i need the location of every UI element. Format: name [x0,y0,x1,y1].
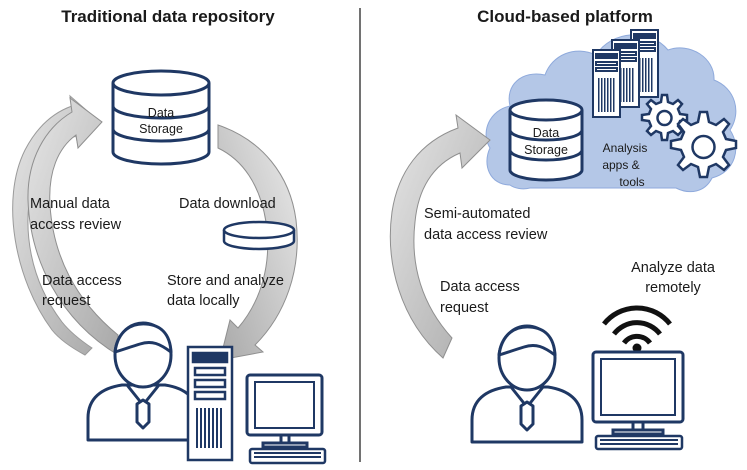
cloud-storage-label-2: Storage [524,143,568,157]
wifi-dot-icon [632,343,642,353]
left-panel-title: Traditional data repository [61,7,275,26]
gears-icon [640,93,738,179]
cloud-storage-label-1: Data [533,126,559,140]
semi-review-label-2: data access review [424,227,548,243]
right-monitor-icon [591,350,685,451]
left-monitor-icon [245,373,327,465]
left-download-arrow [217,124,298,361]
manual-review-label-2: access review [30,217,122,233]
left-storage-label-2: Storage [139,122,183,136]
manual-review-label-1: Manual data [30,196,111,212]
local-disk-icon [222,220,296,251]
server-tower-icon [186,345,234,462]
left-access-request-label-2: request [42,293,90,309]
analyze-remote-label-2: remotely [645,280,701,296]
left-user-icon [86,321,200,442]
left-storage-label-1: Data [148,106,174,120]
right-access-request-label-2: request [440,300,488,316]
store-analyze-label-2: data locally [167,293,240,309]
store-analyze-label-1: Store and analyze [167,273,284,289]
semi-review-label-1: Semi-automated [424,206,530,222]
right-panel-title: Cloud-based platform [477,7,653,26]
wifi-icon [602,305,672,345]
right-request-arrow [389,113,491,359]
right-access-request-label-1: Data access [440,279,520,295]
cloud-data-storage-icon [508,98,584,182]
left-data-storage-icon [111,69,211,166]
cloud-servers-icon [592,29,659,118]
analysis-label-3: tools [619,175,644,189]
analyze-remote-label-1: Analyze data [631,260,716,276]
left-request-arrow-body [27,96,119,356]
left-access-request-label-1: Data access [42,273,122,289]
right-user-icon [470,324,584,444]
analysis-label-2: apps & [602,158,639,172]
analysis-label-1: Analysis [603,141,648,155]
data-download-label: Data download [179,196,276,212]
